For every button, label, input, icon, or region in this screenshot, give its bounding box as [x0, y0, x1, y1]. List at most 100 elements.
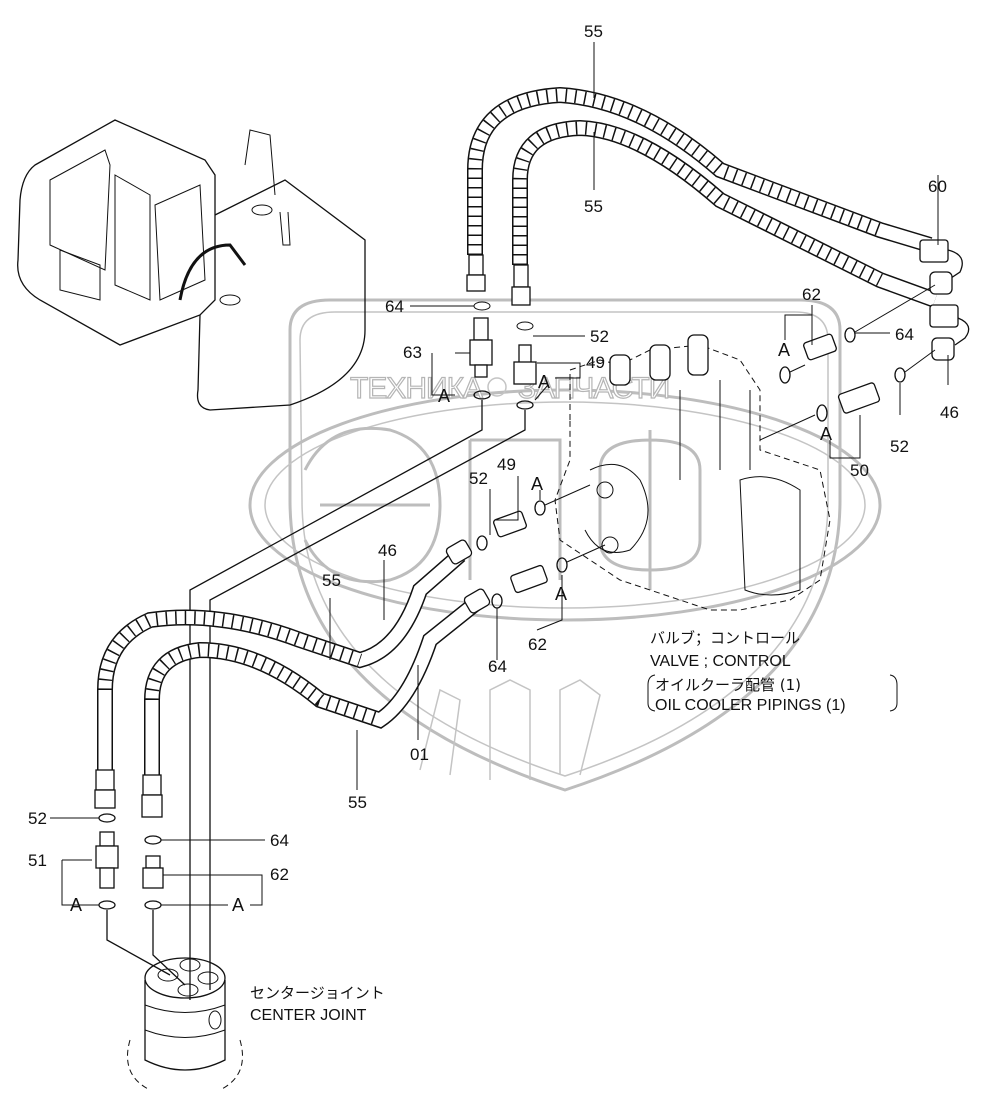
- callout-52: 52: [469, 469, 488, 488]
- hose-fitting: [513, 264, 529, 288]
- callout-labels: 55 55 60 62 64 46 52 50 64 52 63 49 52 4…: [28, 22, 959, 884]
- adapter-63: [473, 317, 489, 341]
- excavator-deck: [196, 179, 366, 411]
- hose-nut: [463, 588, 491, 614]
- watermark: ТЕХНИКА ЗАПЧАСТИ: [248, 298, 882, 792]
- hose-nut: [466, 274, 486, 292]
- valve-spool: [649, 344, 671, 381]
- valve-port: [601, 536, 619, 554]
- valve-side-block: [739, 476, 801, 596]
- watermark-wheat: [419, 679, 601, 780]
- o-ring-A: [516, 400, 534, 410]
- callout-62: 62: [528, 635, 547, 654]
- excavator-cab: [17, 119, 216, 346]
- watermark-ring-inner: [264, 401, 866, 609]
- excavator-hose-bundle: [178, 243, 247, 301]
- valve-caption: バルブ；コントロール VALVE ; CONTROL オイルクーラ配管 (1) …: [647, 629, 898, 714]
- upper-hose-assembly: [466, 86, 970, 361]
- callout-64: 64: [488, 657, 507, 676]
- callout-51: 51: [28, 851, 47, 870]
- valve-port: [596, 481, 614, 499]
- filler-cap: [251, 204, 273, 216]
- o-ring-52: [476, 535, 488, 551]
- callout-64: 64: [895, 325, 914, 344]
- watermark-letter-e: [303, 426, 442, 584]
- adapter-49: [518, 344, 532, 364]
- group-markers: A A A A A A A A: [70, 340, 832, 915]
- group-marker-a: A: [438, 386, 450, 406]
- hose-nut: [94, 789, 116, 809]
- hose-end-46: [929, 304, 959, 328]
- callout-46: 46: [378, 541, 397, 560]
- adapter-62: [803, 333, 837, 361]
- watermark-ring: [248, 388, 882, 622]
- o-ring-52: [516, 321, 534, 331]
- adapter-51: [99, 831, 115, 847]
- center-joint-title-en: CENTER JOINT: [250, 1007, 367, 1024]
- upper-fittings: [469, 301, 537, 410]
- handrail: [244, 129, 276, 196]
- adapter-49-hex: [513, 361, 537, 385]
- cab-window-side: [114, 174, 151, 301]
- hose-fitting: [95, 769, 115, 791]
- o-ring-64: [144, 835, 162, 845]
- routing-line: [209, 410, 526, 990]
- callout-62: 62: [802, 285, 821, 304]
- adapter-62-hex: [142, 867, 164, 889]
- bracket-right: [889, 674, 898, 712]
- group-marker-a: A: [232, 895, 244, 915]
- callout-49: 49: [586, 353, 605, 372]
- o-ring-A: [779, 366, 791, 384]
- o-ring-64: [844, 327, 856, 343]
- callout-62: 62: [270, 865, 289, 884]
- hose-nut: [141, 794, 163, 818]
- center-joint-body: [144, 980, 226, 1071]
- center-joint: [127, 957, 243, 1091]
- elbow-nut: [931, 337, 955, 361]
- o-ring-52: [894, 367, 906, 383]
- adapter-62: [510, 564, 548, 594]
- valve-title-en: VALVE ; CONTROL: [650, 653, 791, 670]
- deck-pipe: [279, 211, 291, 246]
- cab-window-front: [49, 149, 111, 271]
- middle-fittings: [476, 484, 606, 609]
- group-marker-a: A: [70, 895, 82, 915]
- elbow-nut: [929, 271, 953, 295]
- valve-flange: [584, 463, 649, 553]
- hose-fitting: [468, 254, 484, 276]
- control-valve: [554, 334, 831, 611]
- adapter-50: [837, 382, 881, 414]
- excavator-illustration: [17, 119, 366, 411]
- watermark-letter-f: [598, 430, 702, 590]
- callout-55: 55: [322, 571, 341, 590]
- o-ring-A: [534, 500, 546, 516]
- deck-port: [219, 294, 241, 306]
- lower-hose-assembly: [94, 539, 491, 818]
- cab-lower-panel: [59, 249, 101, 301]
- o-ring-A: [816, 404, 828, 422]
- group-marker-a: A: [555, 584, 567, 604]
- callout-46: 46: [940, 403, 959, 422]
- center-joint-caption: センタージョイント CENTER JOINT: [250, 984, 385, 1024]
- valve-spool: [609, 354, 631, 386]
- callout-55: 55: [584, 22, 603, 41]
- o-ring-A: [98, 900, 116, 910]
- callout-64: 64: [270, 831, 289, 850]
- valve-spool: [687, 334, 709, 376]
- hose-end-60: [919, 239, 949, 263]
- watermark-gear-icon: [487, 377, 507, 397]
- bracket-left: [647, 674, 656, 712]
- adapter-49: [493, 510, 527, 538]
- hose-fitting: [142, 774, 162, 796]
- callout-52: 52: [590, 327, 609, 346]
- group-marker-a: A: [820, 424, 832, 444]
- o-ring-64: [473, 301, 491, 311]
- o-ring-A: [556, 557, 568, 573]
- valve-title-jp: バルブ；コントロール: [650, 629, 800, 647]
- piping-subtitle-jp: オイルクーラ配管 (1): [655, 676, 801, 694]
- callout-49: 49: [497, 455, 516, 474]
- leader-lines: [50, 42, 949, 906]
- adapter-51-thread: [99, 867, 115, 889]
- center-joint-top: [144, 957, 226, 999]
